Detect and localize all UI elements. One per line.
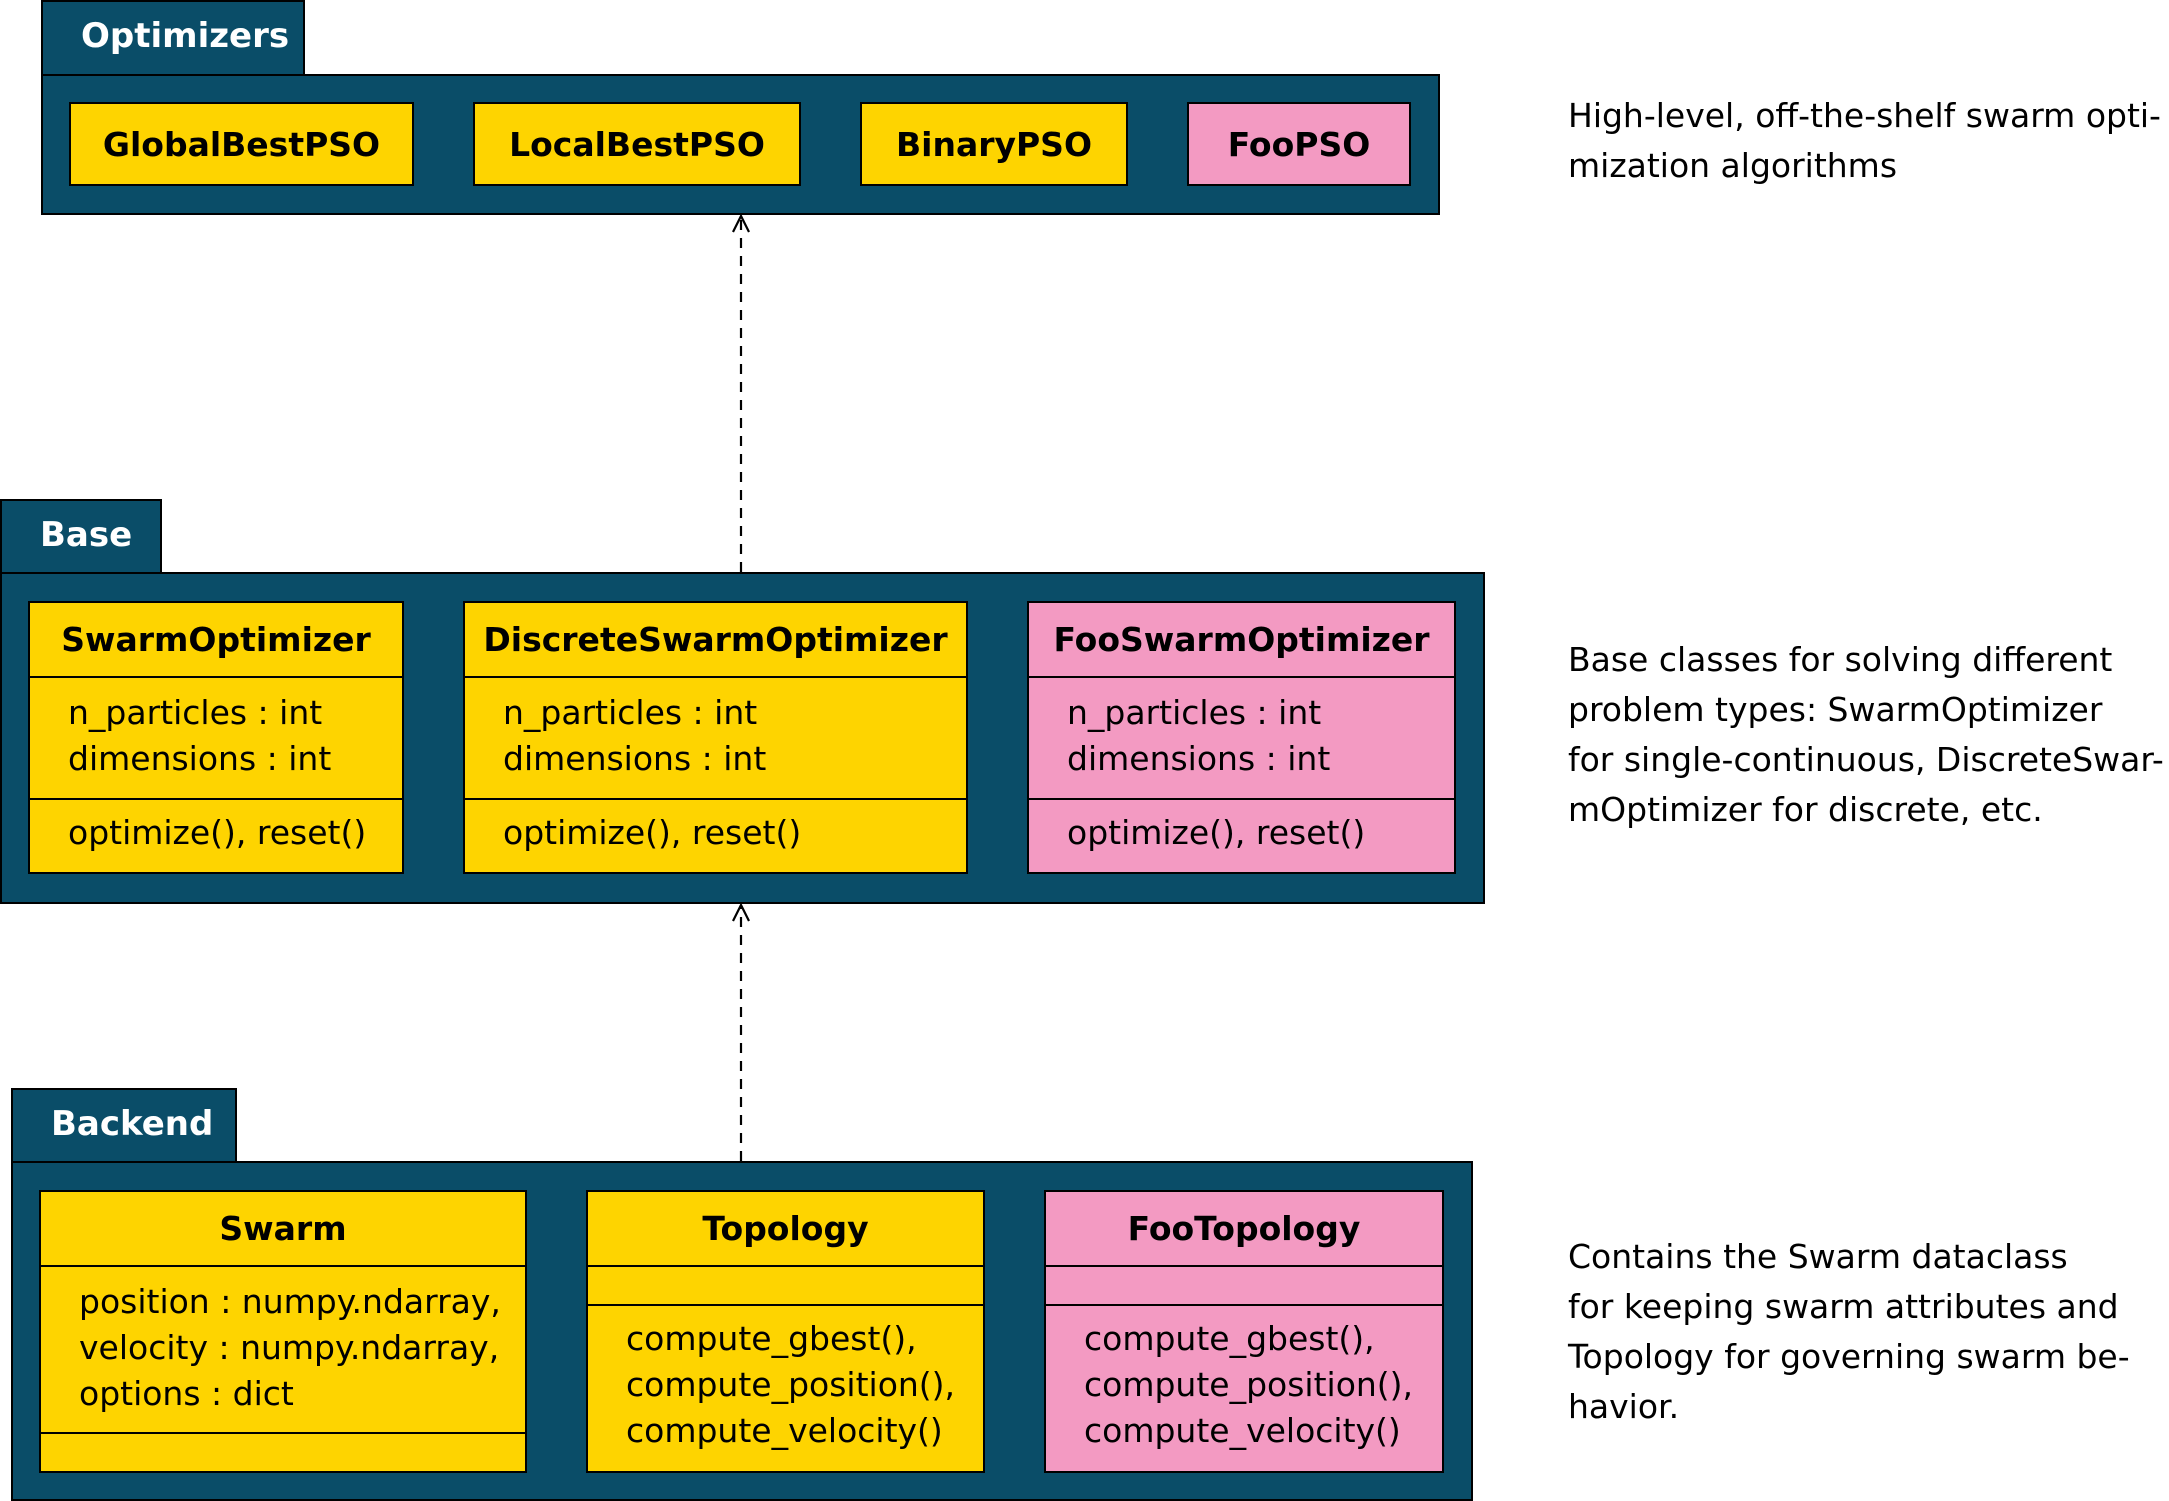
class-name: DiscreteSwarmOptimizer xyxy=(483,620,948,659)
description-optimizers: High-level, off-the-shelf swarm opti- mi… xyxy=(1568,91,2161,191)
class-swarm: Swarm position : numpy.ndarray, velocity… xyxy=(39,1190,527,1473)
class-name: Swarm xyxy=(219,1209,347,1248)
class-attributes: n_particles : int dimensions : int xyxy=(465,678,966,800)
class-name: FooPSO xyxy=(1227,124,1371,164)
attribute: n_particles : int xyxy=(503,693,758,732)
description-base: Base classes for solving different probl… xyxy=(1568,635,2164,835)
package-tab-base: Base xyxy=(0,499,162,575)
description-line: havior. xyxy=(1568,1387,1680,1426)
class-topology: Topology compute_gbest(), compute_positi… xyxy=(586,1190,985,1473)
operation: optimize(), reset() xyxy=(1067,813,1366,852)
class-name: BinaryPSO xyxy=(895,124,1093,164)
operation: compute_position(), xyxy=(626,1365,956,1404)
class-header: Swarm xyxy=(41,1192,525,1267)
attribute: dimensions : int xyxy=(503,739,767,778)
operation: optimize(), reset() xyxy=(68,813,367,852)
operation: compute_position(), xyxy=(1084,1365,1414,1404)
description-line: mOptimizer for discrete, etc. xyxy=(1568,790,2043,829)
class-operations: optimize(), reset() xyxy=(1029,800,1454,856)
class-name: SwarmOptimizer xyxy=(61,620,371,659)
class-name: FooTopology xyxy=(1127,1209,1361,1248)
description-line: for keeping swarm attributes and xyxy=(1568,1287,2119,1326)
class-name: GlobalBestPSO xyxy=(102,124,381,164)
package-tab-optimizers: Optimizers xyxy=(41,0,305,76)
class-header: SwarmOptimizer xyxy=(30,603,402,678)
description-line: mization algorithms xyxy=(1568,146,1898,185)
description-line: problem types: SwarmOptimizer xyxy=(1568,690,2103,729)
class-attributes: n_particles : int dimensions : int xyxy=(1029,678,1454,800)
operation: optimize(), reset() xyxy=(503,813,802,852)
class-name: FooSwarmOptimizer xyxy=(1053,620,1430,659)
description-line: for single-continuous, DiscreteSwar- xyxy=(1568,740,2164,779)
dependency-arrow-base-to-optimizers xyxy=(732,213,750,572)
package-title-base: Base xyxy=(40,515,133,555)
class-attributes xyxy=(1046,1267,1442,1306)
class-footopology: FooTopology compute_gbest(), compute_pos… xyxy=(1044,1190,1444,1473)
package-title-optimizers: Optimizers xyxy=(81,16,290,56)
class-operations: compute_gbest(), compute_position(), com… xyxy=(588,1306,983,1454)
description-line: Base classes for solving different xyxy=(1568,640,2113,679)
class-header: FooSwarmOptimizer xyxy=(1029,603,1454,678)
dependency-arrow-backend-to-base xyxy=(732,902,750,1161)
attribute: dimensions : int xyxy=(1067,739,1331,778)
attribute: dimensions : int xyxy=(68,739,332,778)
attribute: n_particles : int xyxy=(68,693,323,732)
operation: compute_velocity() xyxy=(626,1411,943,1450)
operation: compute_velocity() xyxy=(1084,1411,1401,1450)
description-backend: Contains the Swarm dataclass for keeping… xyxy=(1568,1232,2143,1432)
attribute: velocity : numpy.ndarray, xyxy=(79,1328,500,1367)
class-name: Topology xyxy=(702,1209,869,1248)
description-line: Contains the Swarm dataclass xyxy=(1568,1237,2068,1276)
class-globalbestpso: GlobalBestPSO xyxy=(69,102,414,186)
operation: compute_gbest(), xyxy=(626,1319,917,1358)
class-attributes: position : numpy.ndarray, velocity : num… xyxy=(41,1267,525,1434)
class-operations: compute_gbest(), compute_position(), com… xyxy=(1046,1306,1442,1454)
class-operations: optimize(), reset() xyxy=(30,800,402,856)
class-header: DiscreteSwarmOptimizer xyxy=(465,603,966,678)
package-tab-backend: Backend xyxy=(11,1088,237,1164)
class-foopso: FooPSO xyxy=(1187,102,1411,186)
class-attributes: n_particles : int dimensions : int xyxy=(30,678,402,800)
class-header: Topology xyxy=(588,1192,983,1267)
class-attributes xyxy=(588,1267,983,1306)
class-localbestpso: LocalBestPSO xyxy=(473,102,801,186)
class-discreteswarmoptimizer: DiscreteSwarmOptimizer n_particles : int… xyxy=(463,601,968,874)
class-header: FooTopology xyxy=(1046,1192,1442,1267)
description-line: Topology for governing swarm be- xyxy=(1568,1337,2130,1376)
class-fooswarmoptimizer: FooSwarmOptimizer n_particles : int dime… xyxy=(1027,601,1456,874)
description-line: High-level, off-the-shelf swarm opti- xyxy=(1568,96,2161,135)
attribute: options : dict xyxy=(79,1374,294,1413)
class-operations: optimize(), reset() xyxy=(465,800,966,856)
attribute: n_particles : int xyxy=(1067,693,1322,732)
attribute: position : numpy.ndarray, xyxy=(79,1282,501,1321)
class-swarmoptimizer: SwarmOptimizer n_particles : int dimensi… xyxy=(28,601,404,874)
operation: compute_gbest(), xyxy=(1084,1319,1375,1358)
class-binarypso: BinaryPSO xyxy=(860,102,1128,186)
package-title-backend: Backend xyxy=(51,1104,214,1144)
class-name: LocalBestPSO xyxy=(509,124,765,164)
